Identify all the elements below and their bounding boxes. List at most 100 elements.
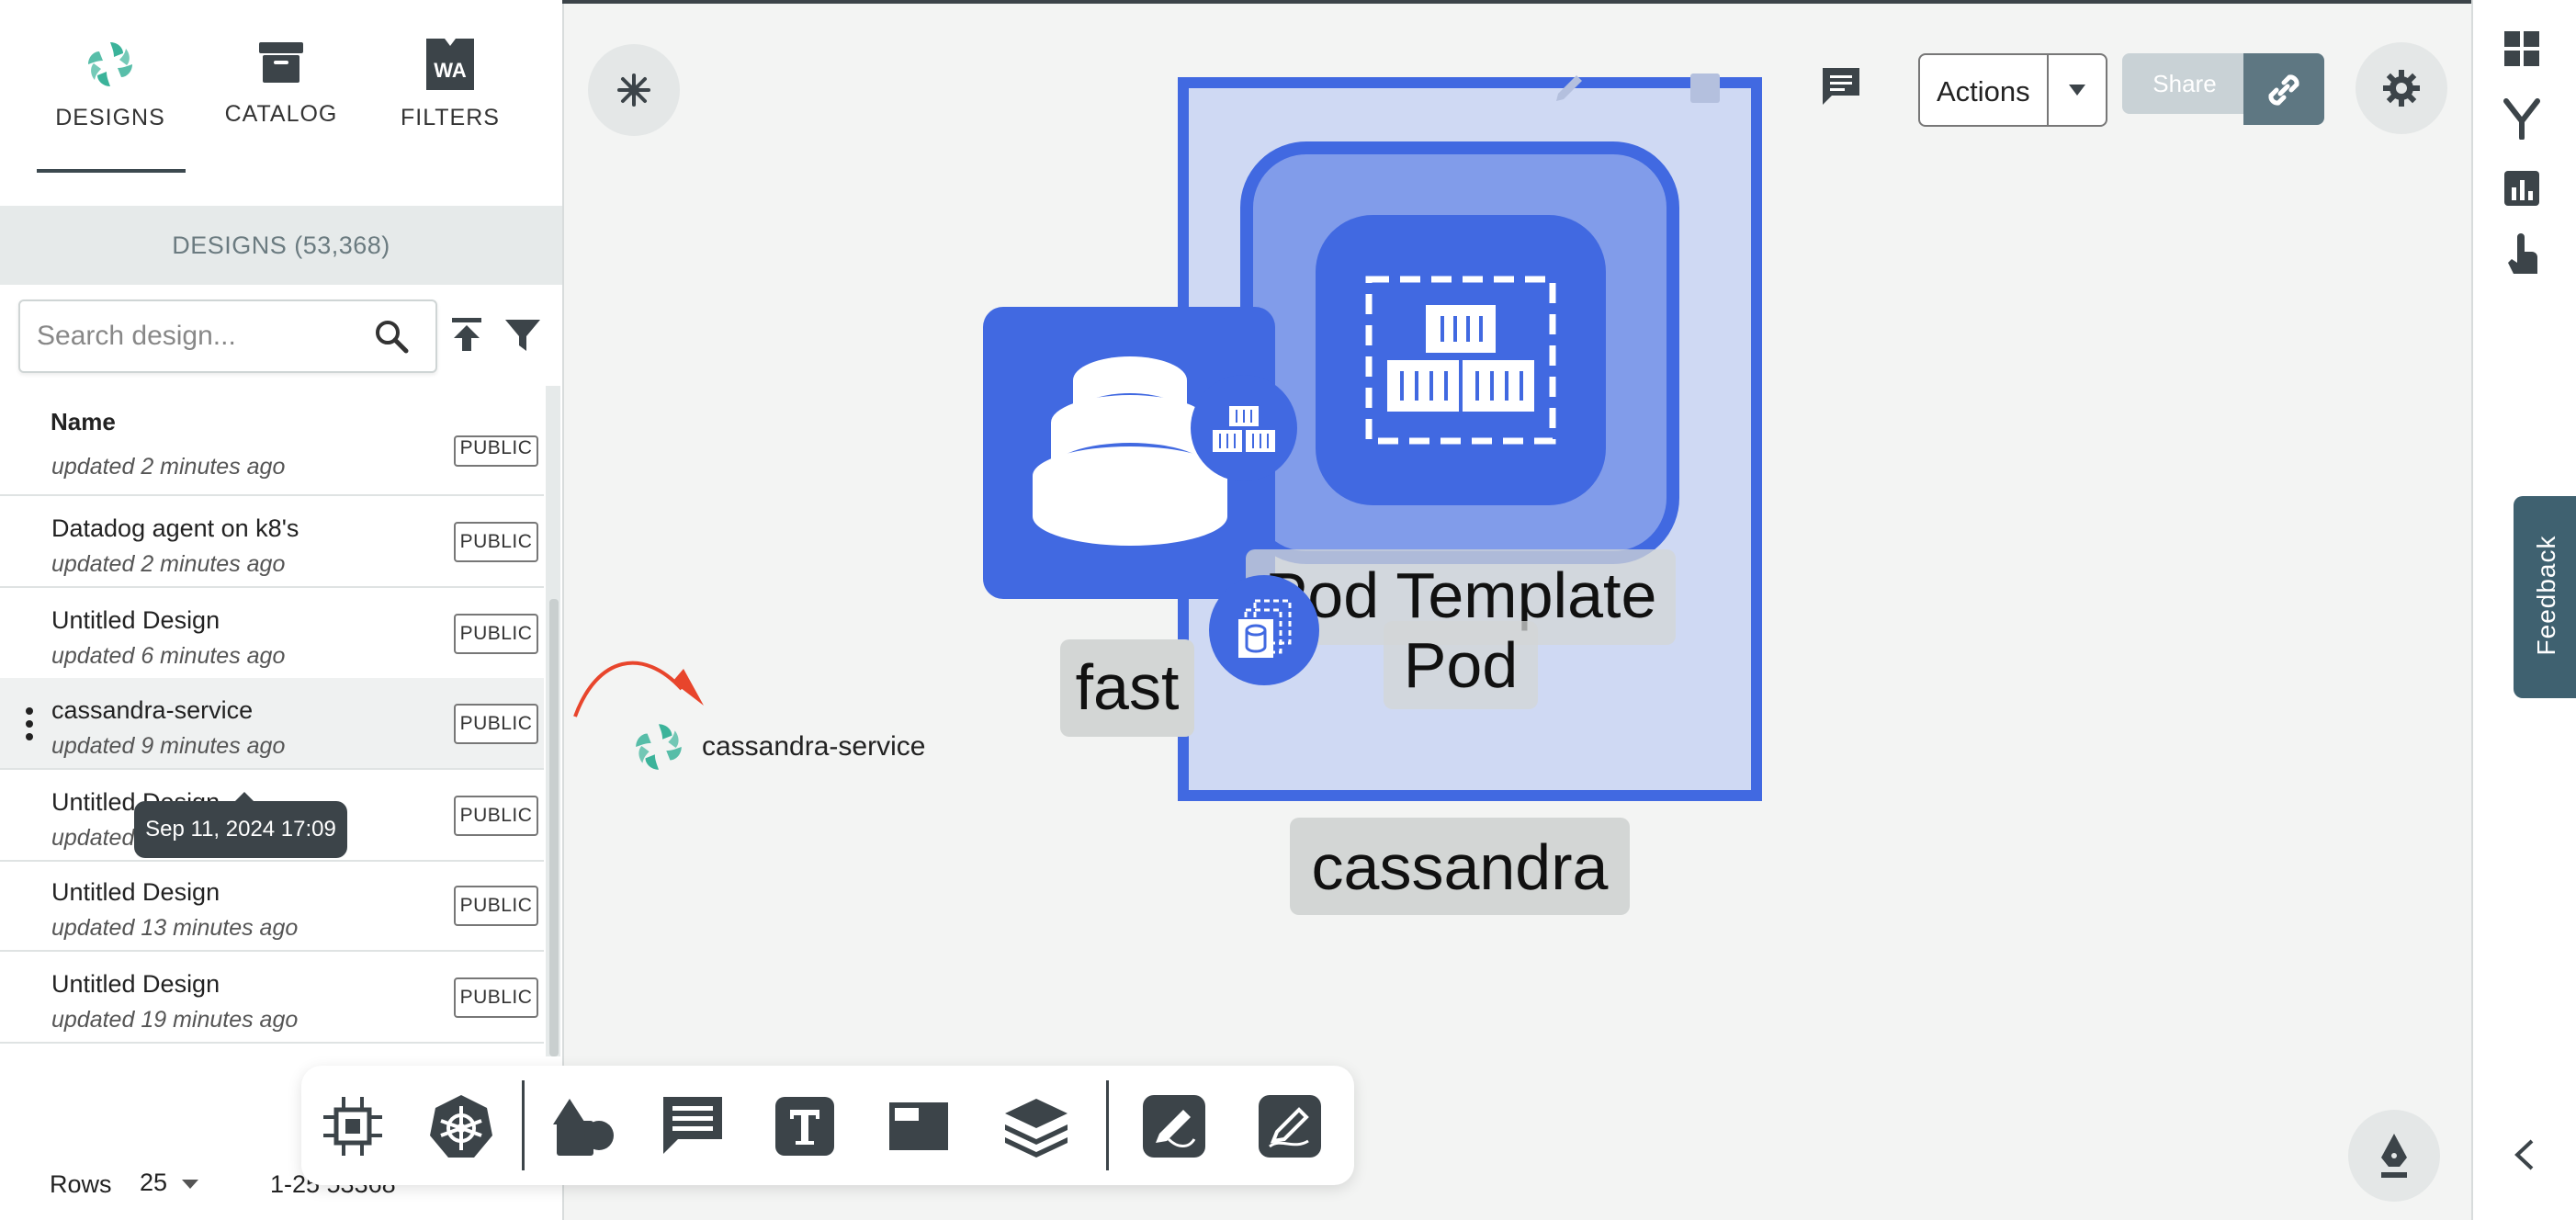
designs-list: Name updated 2 minutes ago PUBLIC Datado…: [0, 386, 544, 1056]
actions-separator: [2047, 55, 2049, 125]
list-item[interactable]: Untitled Design updated 6 minutes ago PU…: [0, 588, 544, 680]
designs-icon: [88, 42, 132, 86]
save-icon: [1690, 73, 1720, 103]
pod-icon: [1365, 276, 1556, 445]
column-header-name: Name: [51, 408, 116, 435]
dashboard-icon[interactable]: [2503, 29, 2541, 68]
list-item-updated: updated 2 minutes ago: [51, 551, 286, 577]
list-item-name: cassandra-service: [51, 696, 254, 724]
cassandra-service-node[interactable]: cassandra-service: [630, 717, 943, 777]
public-badge: PUBLIC: [454, 977, 538, 1018]
rows-per-page-select[interactable]: 25: [138, 1167, 211, 1203]
statefulset-badge[interactable]: [1191, 375, 1297, 481]
actions-label: Actions: [1937, 75, 2030, 107]
list-item[interactable]: cassandra-service updated 9 minutes ago …: [0, 678, 544, 770]
tab-filters[interactable]: WA FILTERS: [377, 37, 524, 131]
storage-class-badge[interactable]: [1209, 575, 1319, 685]
upload-icon[interactable]: [450, 316, 483, 353]
chart-icon[interactable]: [2503, 169, 2541, 208]
list-item-updated: updated 9 minutes ago: [51, 733, 286, 759]
chevron-left-icon[interactable]: [2514, 1139, 2536, 1170]
fast-text: fast: [1075, 651, 1180, 723]
pod-label: Pod: [1384, 621, 1538, 709]
cassandra-service-text: cassandra-service: [702, 731, 926, 762]
curved-arrow-icon: [573, 661, 704, 717]
public-badge: PUBLIC: [454, 435, 538, 467]
cassandra-text: cassandra: [1311, 831, 1609, 903]
pencil-icon: [1556, 75, 1582, 101]
feedback-label: Feedback: [2532, 535, 2560, 656]
public-badge: PUBLIC: [454, 886, 538, 926]
list-item-updated: updated 6 minutes ago: [51, 643, 286, 669]
list-item[interactable]: updated 2 minutes ago PUBLIC: [0, 435, 544, 496]
shapes-icon[interactable]: [549, 1093, 616, 1159]
pod-node[interactable]: [1316, 215, 1606, 505]
feedback-tab[interactable]: Feedback: [2514, 496, 2576, 698]
touch-icon[interactable]: [2504, 233, 2541, 276]
rows-label: Rows: [50, 1170, 112, 1198]
pod-text: Pod: [1403, 629, 1519, 701]
comment-icon[interactable]: [1819, 66, 1863, 108]
share-button[interactable]: Share: [2122, 53, 2247, 114]
public-badge: PUBLIC: [454, 704, 538, 744]
section-icon[interactable]: [886, 1093, 952, 1159]
fast-label: fast: [1060, 639, 1194, 737]
meshery-logo-icon: [636, 724, 682, 770]
search-icon[interactable]: [373, 318, 410, 355]
list-scrollbar-thumb[interactable]: [549, 599, 559, 1056]
gear-icon: [2383, 70, 2420, 107]
actions-dropdown[interactable]: Actions: [1918, 53, 2107, 127]
tab-catalog-label: CATALOG: [224, 101, 338, 127]
pod-template-text: Pod Template: [1264, 559, 1657, 631]
list-item[interactable]: Datadog agent on k8's updated 2 minutes …: [0, 496, 544, 588]
text-icon[interactable]: [772, 1093, 838, 1159]
dock-separator: [522, 1080, 525, 1170]
merge-icon[interactable]: [2503, 97, 2541, 140]
list-item-updated: updated 13 minutes ago: [51, 915, 299, 941]
list-item-name: Untitled Design: [51, 606, 220, 634]
filters-icon-text: WA: [434, 59, 467, 82]
list-item-updated: updated 19 minutes ago: [51, 1007, 299, 1033]
kubernetes-icon[interactable]: [428, 1093, 494, 1159]
filters-icon: WA: [426, 39, 474, 90]
pen-tool-icon[interactable]: [1141, 1093, 1207, 1159]
cluster-icon: [617, 73, 650, 107]
date-tooltip: Sep 11, 2024 17:09: [134, 792, 347, 858]
list-item-updated: updated: [51, 825, 135, 851]
chevron-down-icon: [182, 1180, 198, 1189]
tab-catalog[interactable]: CATALOG: [208, 37, 355, 128]
list-item-name: Untitled Design: [51, 970, 220, 998]
bottom-toolbar: [301, 1066, 1354, 1185]
tab-designs[interactable]: DESIGNS: [37, 37, 184, 131]
list-item[interactable]: Untitled Design updated 13 minutes ago P…: [0, 860, 544, 952]
catalog-icon: [259, 42, 303, 83]
comment-icon[interactable]: [660, 1093, 726, 1159]
search-field[interactable]: [18, 299, 437, 373]
link-icon: [2268, 74, 2299, 106]
filter-icon[interactable]: [503, 318, 542, 353]
designs-count-header: DESIGNS (53,368): [0, 206, 562, 285]
storage-icon: [1238, 599, 1292, 658]
copy-link-button[interactable]: [2243, 53, 2324, 125]
list-item[interactable]: Untitled Design updated 19 minutes ago P…: [0, 952, 544, 1044]
canvas-menu-button[interactable]: [588, 44, 680, 136]
public-badge: PUBLIC: [454, 796, 538, 836]
more-options-icon[interactable]: [24, 706, 35, 742]
active-tab-indicator: [37, 169, 186, 173]
rows-per-page-value: 25: [140, 1169, 168, 1196]
settings-button[interactable]: [2356, 42, 2447, 134]
freehand-icon[interactable]: [1257, 1093, 1323, 1159]
dock-separator: [1106, 1080, 1109, 1170]
public-badge: PUBLIC: [454, 522, 538, 562]
containers-icon: [1213, 406, 1275, 452]
chevron-down-icon[interactable]: [2067, 83, 2087, 97]
cassandra-label: cassandra: [1290, 818, 1630, 915]
designs-panel: DESIGNS CATALOG WA FILTERS DESIGNS (53,3…: [0, 0, 564, 1220]
search-input[interactable]: [35, 318, 369, 355]
pen-mode-button[interactable]: [2348, 1110, 2440, 1202]
layers-icon[interactable]: [1003, 1093, 1069, 1159]
top-border: [562, 0, 2473, 4]
component-icon[interactable]: [320, 1093, 386, 1159]
public-badge: PUBLIC: [454, 614, 538, 654]
cassandra-database-node[interactable]: [983, 307, 1275, 599]
